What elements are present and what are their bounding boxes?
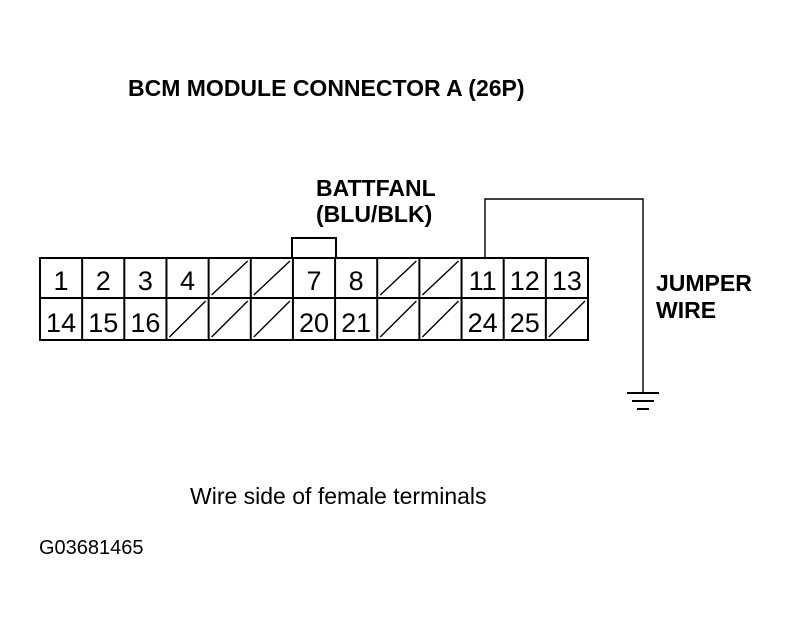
- pin-number-4: 4: [180, 266, 195, 296]
- pin-number-24: 24: [468, 308, 498, 338]
- jumper-wire: [484, 198, 644, 392]
- ground-icon: [627, 392, 659, 410]
- pin-number-14: 14: [46, 308, 76, 338]
- jumper-label-line1: JUMPER: [656, 270, 752, 296]
- figure-code: G03681465: [39, 537, 144, 559]
- pin-number-2: 2: [96, 266, 111, 296]
- empty-cavity-mark: [379, 260, 417, 296]
- connector-lock-tab: [291, 237, 337, 259]
- wire-name-label: BATTFANL: [316, 175, 436, 201]
- pin-number-11: 11: [469, 266, 497, 296]
- empty-cavity-mark: [211, 260, 249, 296]
- pin-number-16: 16: [130, 308, 160, 338]
- empty-cavity-mark: [211, 300, 249, 338]
- pin-number-20: 20: [299, 308, 329, 338]
- pin-number-25: 25: [510, 308, 540, 338]
- figure-caption: Wire side of female terminals: [190, 483, 487, 509]
- pin-number-12: 12: [510, 266, 540, 296]
- jumper-label-line2: WIRE: [656, 297, 716, 323]
- empty-cavity-mark: [253, 260, 291, 296]
- pin-number-7: 7: [306, 266, 321, 296]
- empty-cavity-mark: [548, 300, 586, 338]
- empty-cavity-mark: [421, 260, 460, 296]
- empty-cavity-mark: [253, 300, 291, 338]
- pin-number-13: 13: [552, 266, 582, 296]
- diagram-title: BCM MODULE CONNECTOR A (26P): [128, 75, 525, 101]
- pin-number-1: 1: [54, 266, 69, 296]
- pin-number-21: 21: [341, 308, 371, 338]
- empty-cavity-mark: [168, 300, 207, 338]
- pin-number-3: 3: [138, 266, 153, 296]
- wire-color-label: (BLU/BLK): [316, 201, 432, 227]
- empty-cavity-mark: [379, 300, 417, 338]
- pin-number-8: 8: [349, 266, 364, 296]
- empty-cavity-mark: [421, 300, 460, 338]
- pin-number-15: 15: [88, 308, 118, 338]
